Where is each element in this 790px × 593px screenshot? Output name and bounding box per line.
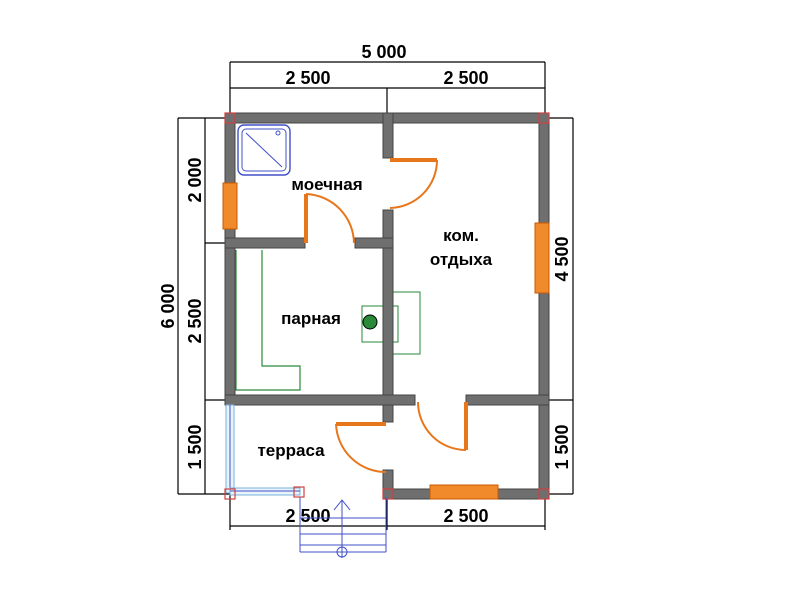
room-labels: моечная ком. отдыха парная терраса bbox=[257, 175, 492, 460]
dim-bottom-right: 2 500 bbox=[443, 506, 488, 526]
shower-tray bbox=[237, 124, 291, 176]
window-lounge bbox=[534, 222, 550, 294]
room-label-washroom: моечная bbox=[291, 175, 362, 194]
dim-left-middle: 2 500 bbox=[185, 298, 205, 343]
room-label-steam-room: парная bbox=[281, 309, 341, 328]
dim-left-top: 2 000 bbox=[185, 157, 205, 202]
dim-left-total: 6 000 bbox=[158, 283, 178, 328]
corner-markers bbox=[224, 112, 550, 500]
dim-right-top: 4 500 bbox=[552, 236, 572, 281]
terrace-railing bbox=[225, 404, 301, 496]
doors bbox=[304, 158, 468, 474]
windows bbox=[222, 182, 550, 500]
room-label-lounge-line2: отдыха bbox=[430, 250, 493, 269]
dim-top-total: 5 000 bbox=[361, 42, 406, 62]
top-dimensions: 5 000 2 500 2 500 bbox=[229, 42, 546, 118]
right-dimensions: 4 500 1 500 bbox=[545, 117, 574, 495]
entrance-steps bbox=[299, 497, 387, 558]
dim-top-right: 2 500 bbox=[443, 68, 488, 88]
bottom-dimensions: 2 500 2 500 bbox=[229, 494, 546, 530]
dim-left-bottom: 1 500 bbox=[185, 424, 205, 469]
stove-icon bbox=[362, 314, 378, 330]
room-label-terrace: терраса bbox=[257, 441, 325, 460]
left-dimensions: 6 000 2 000 2 500 1 500 bbox=[158, 117, 230, 495]
dim-top-left: 2 500 bbox=[285, 68, 330, 88]
dim-bottom-left: 2 500 bbox=[285, 506, 330, 526]
steam-room-bench bbox=[235, 250, 301, 391]
window-washroom bbox=[222, 182, 238, 230]
room-label-lounge-line1: ком. bbox=[443, 226, 479, 245]
window-terrace bbox=[429, 484, 499, 500]
dim-right-bottom: 1 500 bbox=[552, 424, 572, 469]
